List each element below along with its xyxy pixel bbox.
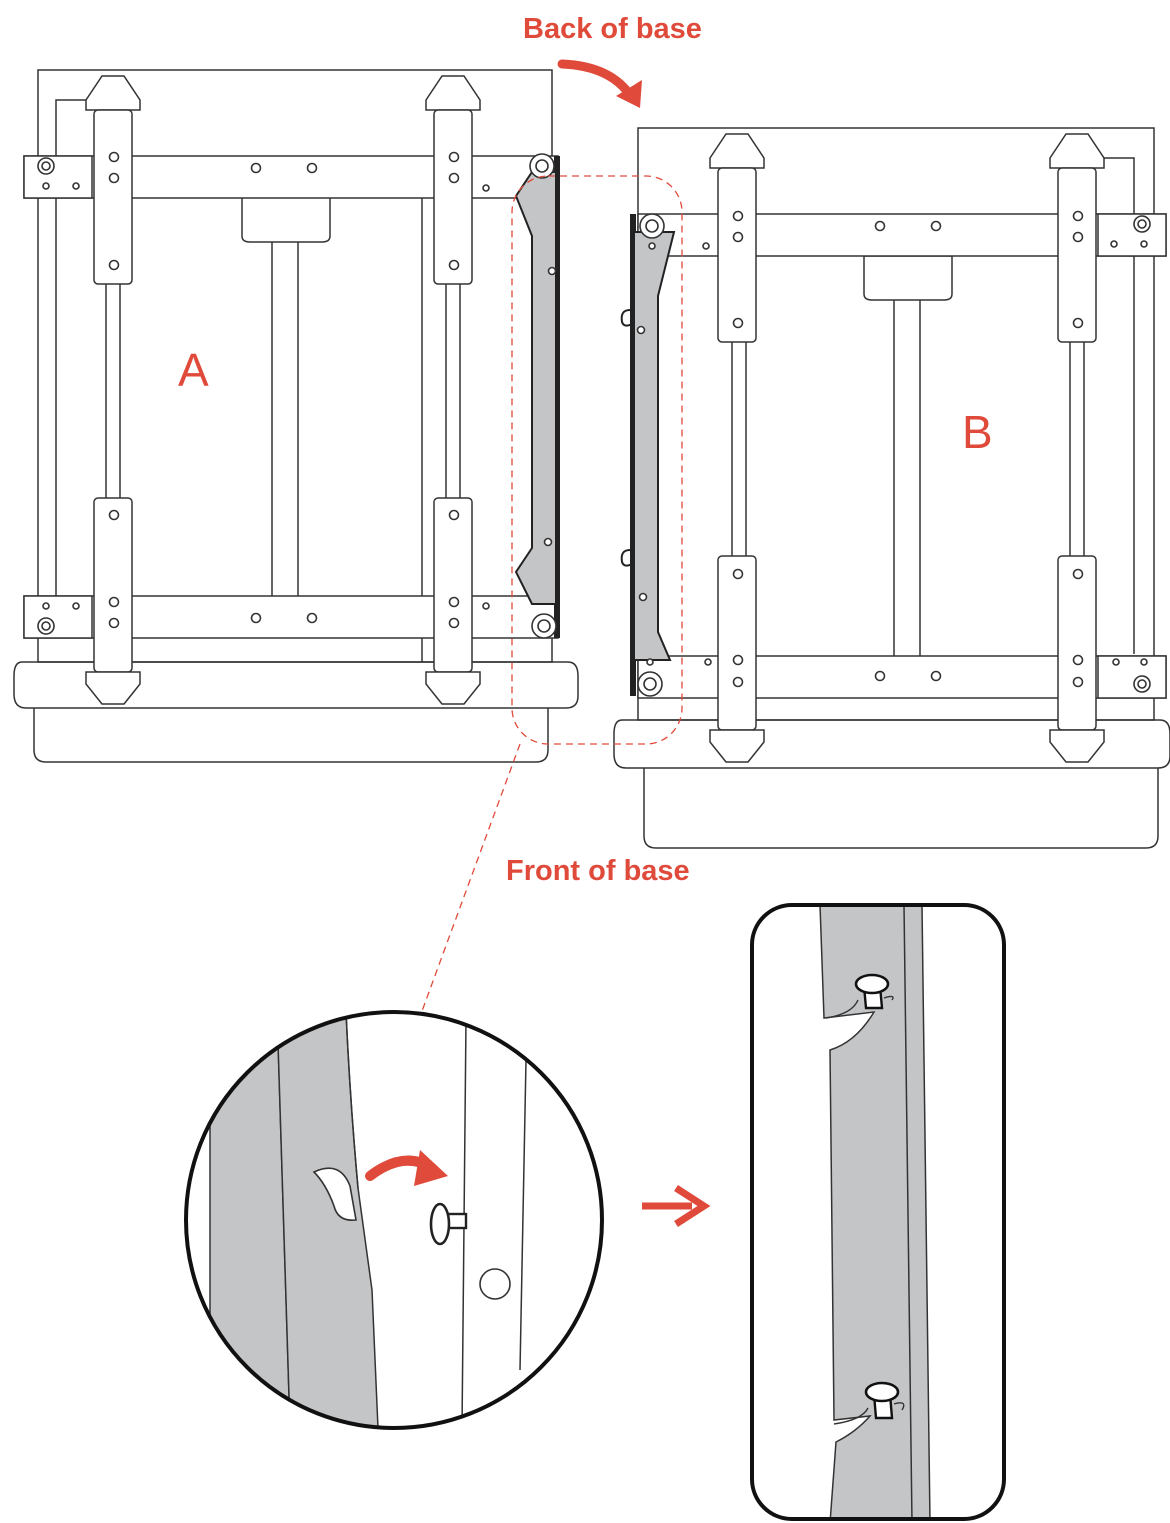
back-of-base-label: Back of base [523,13,702,45]
curved-arrow-head-icon [616,80,642,108]
unit-b-label: B [962,406,993,458]
detail-box [750,903,1006,1521]
base-b: B [613,127,1170,849]
base-a-side-bracket [514,171,557,605]
front-of-base-label: Front of base [506,855,690,887]
right-arrow-icon [642,1185,711,1227]
detail-circle [184,1010,604,1430]
unit-a-label: A [178,344,209,396]
base-a: A [13,69,579,763]
leader-line [417,743,521,1023]
highlight-region [511,175,683,745]
base-a-cushion [33,705,549,763]
base-b-side-bracket [633,231,676,661]
base-b-cushion [643,763,1159,849]
